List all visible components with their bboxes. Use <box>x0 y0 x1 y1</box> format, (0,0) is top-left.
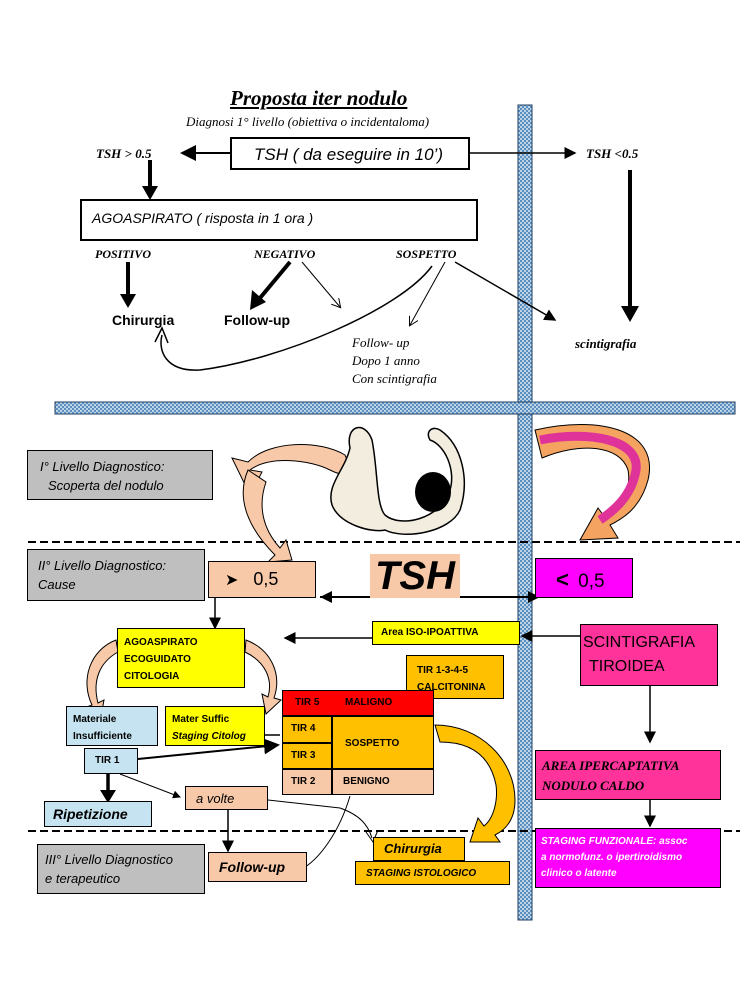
level-1-line-1: I° Livello Diagnostico: <box>40 459 165 474</box>
followup-note-line-3: Con scintigrafia <box>352 371 437 386</box>
tsh-big-label: TSH <box>370 554 460 598</box>
tir5-row: TIR 5 MALIGNO <box>282 690 434 716</box>
followup-note-line-2: Dopo 1 anno <box>352 353 420 368</box>
eco-line-3: CITOLOGIA <box>124 671 180 682</box>
area-iso-box: Area ISO-IPOATTIVA <box>372 621 520 645</box>
ripetizione-box: Ripetizione <box>44 801 152 827</box>
orange-curved-arrow <box>534 424 650 541</box>
suffic-line-2: Staging Citolog <box>172 731 246 742</box>
calc-line-1: TIR 1-3-4-5 <box>417 665 469 676</box>
vertical-divider-bar <box>517 104 533 921</box>
agoaspirato-label: AGOASPIRATO ( risposta in 1 ora ) <box>92 210 314 226</box>
tir1-label: TIR 1 <box>95 755 120 766</box>
gt-05-value: 0,5 <box>253 569 279 589</box>
tir4-label: TIR 4 <box>291 723 316 734</box>
staging-funzionale-box: STAGING FUNZIONALE: assoc a normofunz. o… <box>535 828 721 888</box>
chirurgia-box-label: Chirurgia <box>384 841 442 856</box>
benigno-cell: BENIGNO <box>332 769 434 795</box>
followup-note: Follow- up Dopo 1 anno Con scintigrafia <box>352 334 437 388</box>
benigno-label: BENIGNO <box>343 776 390 787</box>
funz-line-3: clinico o latente <box>541 868 617 879</box>
funz-line-1: STAGING FUNZIONALE: assoc <box>541 836 688 847</box>
tir5-label: TIR 5 <box>295 697 320 708</box>
scinti-line-2: TIROIDEA <box>589 658 665 675</box>
tsh-box-label: TSH ( da eseguire in 10’) <box>254 145 443 164</box>
tsh-low-label: TSH <0.5 <box>586 146 639 161</box>
sospetto-cell-label: SOSPETTO <box>345 738 400 749</box>
eco-line-2: ECOGUIDATO <box>124 654 191 665</box>
followup-label: Follow-up <box>224 312 291 328</box>
level-2-line-1: II° Livello Diagnostico: <box>38 558 167 573</box>
mater-suffic-box: Mater Suffic Staging Citolog <box>165 706 265 746</box>
lt-05-box: < 0,5 <box>535 558 633 598</box>
tir3-row: TIR 3 <box>282 743 332 769</box>
a-volte-label: a volte <box>196 791 235 806</box>
agoaspirato-box: AGOASPIRATO ( risposta in 1 ora ) <box>80 199 478 241</box>
tir2-row: TIR 2 <box>282 769 332 795</box>
funz-line-2: a normofunz. o ipertiroidismo <box>541 852 683 863</box>
staging-istologico-label: STAGING ISTOLOGICO <box>366 868 477 879</box>
chirurgia-box: Chirurgia <box>373 837 465 861</box>
suffic-line-1: Mater Suffic <box>172 714 230 725</box>
level-3-box: III° Livello Diagnostico e terapeutico <box>37 844 205 894</box>
diagram-title: Proposta iter nodulo <box>230 86 408 110</box>
scintigrafia-label: scintigrafia <box>575 336 637 351</box>
thyroid-illustration <box>330 426 465 535</box>
sospetto-label: SOSPETTO <box>396 247 457 261</box>
level-3-line-1: III° Livello Diagnostico <box>45 852 174 867</box>
level-2-box: II° Livello Diagnostico: Cause <box>27 549 205 601</box>
tir1-box: TIR 1 <box>84 748 138 774</box>
chirurgia-label: Chirurgia <box>112 312 175 328</box>
followup-box-label: Follow-up <box>219 859 286 875</box>
tsh-box: TSH ( da eseguire in 10’) <box>230 137 470 170</box>
ripetizione-label: Ripetizione <box>53 806 128 822</box>
negativo-label: NEGATIVO <box>254 247 316 261</box>
tir2-label: TIR 2 <box>291 776 316 787</box>
followup-box: Follow-up <box>208 852 307 882</box>
materiale-line-1: Materiale <box>73 714 117 725</box>
a-volte-box: a volte <box>185 786 268 810</box>
lt-05-value: 0,5 <box>578 571 605 592</box>
staging-istologico-box: STAGING ISTOLOGICO <box>355 861 510 885</box>
diagram-subtitle: Diagnosi 1° livello (obiettiva o inciden… <box>186 114 430 129</box>
gold-curved-arrow <box>434 724 516 843</box>
positivo-label: POSITIVO <box>95 247 152 261</box>
gt-arrow-icon: ➤ <box>225 572 239 589</box>
level-2-line-2: Cause <box>38 577 76 592</box>
tir3-label: TIR 3 <box>291 750 316 761</box>
area-iper-line-2: NODULO CALDO <box>542 778 645 793</box>
area-iso-label: Area ISO-IPOATTIVA <box>381 627 479 638</box>
level-1-box: I° Livello Diagnostico: Scoperta del nod… <box>27 450 213 500</box>
area-iper-line-1: AREA IPERCAPTATIVA <box>542 758 680 773</box>
scintigrafia-tiroidea-box: SCINTIGRAFIA TIROIDEA <box>580 624 718 686</box>
scinti-line-1: SCINTIGRAFIA <box>583 634 696 651</box>
maligno-label: MALIGNO <box>345 697 393 708</box>
followup-note-line-1: Follow- up <box>352 335 410 350</box>
agoaspirato-eco-box: AGOASPIRATO ECOGUIDATO CITOLOGIA <box>117 628 245 688</box>
area-iper-box: AREA IPERCAPTATIVA NODULO CALDO <box>535 750 721 800</box>
lt-sign: < <box>556 567 569 592</box>
calc-line-2: CALCITONINA <box>417 682 486 693</box>
level-1-line-2: Scoperta del nodulo <box>48 478 164 493</box>
tsh-high-label: TSH > 0.5 <box>96 146 152 161</box>
materiale-line-2: Insufficiente <box>73 731 132 742</box>
tir4-row: TIR 4 <box>282 716 332 743</box>
horizontal-divider-bar <box>54 401 736 415</box>
materiale-box: Materiale Insufficiente <box>66 706 158 746</box>
sospetto-cell: SOSPETTO <box>332 716 434 769</box>
eco-line-1: AGOASPIRATO <box>124 637 198 648</box>
gt-05-box: ➤ 0,5 <box>208 561 316 598</box>
level-3-line-2: e terapeutico <box>45 871 121 886</box>
